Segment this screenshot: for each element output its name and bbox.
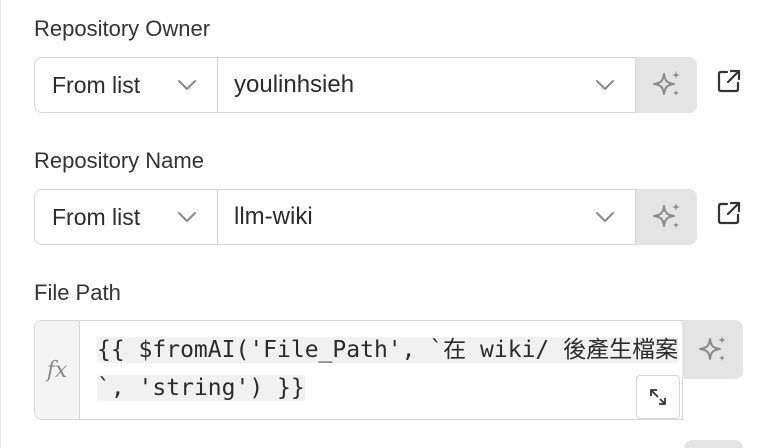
expression-text: {{ $fromAI('File_Path', `在 wiki/ 後產生檔案`,…	[97, 337, 679, 401]
chevron-down-icon	[596, 212, 614, 222]
file-path-expression-field[interactable]: fx {{ $fromAI('File_Path', `在 wiki/ 後產生檔…	[34, 320, 683, 420]
name-value-select[interactable]: llm-wiki	[217, 189, 636, 245]
file-path-label: File Path	[34, 280, 121, 305]
name-ai-button[interactable]	[636, 189, 697, 245]
owner-mode-value: From list	[52, 71, 141, 98]
name-mode-value: From list	[52, 203, 141, 230]
name-mode-select[interactable]: From list	[34, 189, 218, 245]
name-value: llm-wiki	[234, 203, 313, 230]
sparkles-icon	[652, 71, 680, 96]
external-link-icon[interactable]	[716, 200, 742, 226]
repository-owner-label: Repository Owner	[34, 16, 211, 41]
external-link-icon[interactable]	[716, 68, 742, 94]
next-field-ai-button-partial	[684, 440, 743, 448]
chevron-down-icon	[178, 212, 196, 222]
file-path-ai-button[interactable]	[682, 320, 743, 379]
owner-mode-select[interactable]: From list	[34, 57, 218, 113]
chevron-down-icon	[178, 80, 196, 90]
owner-ai-button[interactable]	[636, 57, 697, 113]
repository-name-label: Repository Name	[34, 148, 204, 173]
expand-icon	[650, 389, 666, 405]
owner-value: youlinhsieh	[234, 71, 355, 98]
owner-value-select[interactable]: youlinhsieh	[217, 57, 636, 113]
fx-icon: fx	[35, 321, 80, 419]
file-path-expression[interactable]: {{ $fromAI('File_Path', `在 wiki/ 後產生檔案`,…	[97, 331, 679, 407]
expand-editor-button[interactable]	[636, 375, 680, 419]
sparkles-icon	[652, 203, 680, 228]
sparkles-icon	[698, 335, 726, 361]
chevron-down-icon	[596, 80, 614, 90]
panel-left-border	[0, 0, 1, 448]
